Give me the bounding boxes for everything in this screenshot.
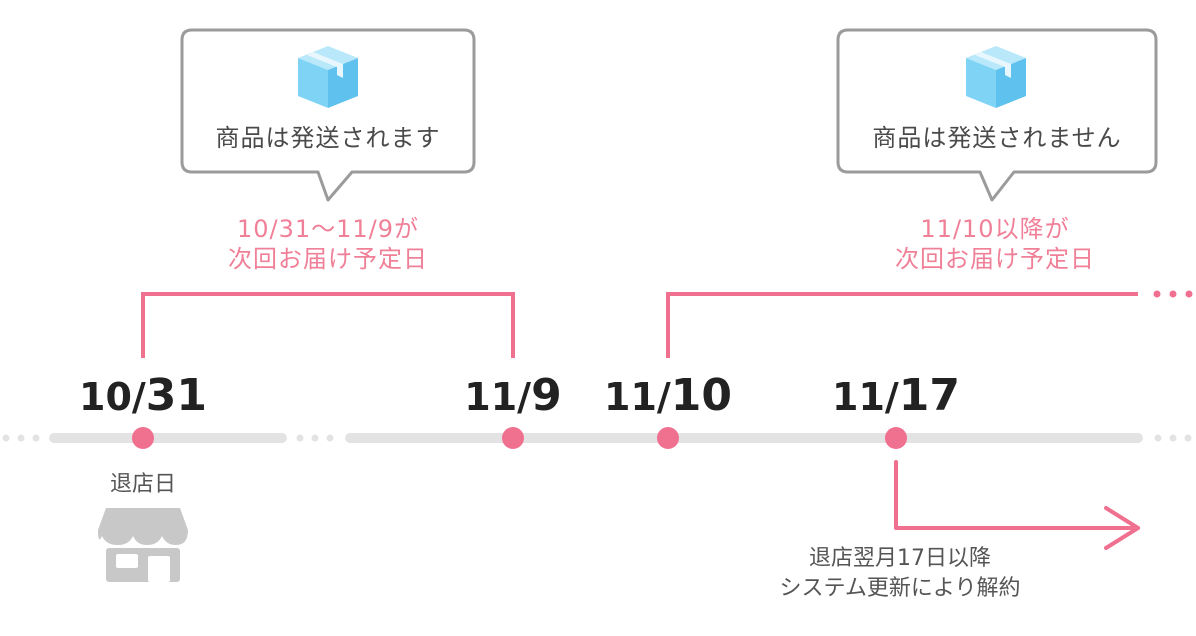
- date-10-31-month: 10/: [79, 375, 146, 419]
- storefront-icon: [98, 508, 188, 582]
- timeline-dots-middle: [296, 434, 334, 442]
- cancellation-line2: システム更新により解約: [779, 576, 1021, 601]
- bracket-left: [141, 292, 515, 358]
- cancellation-note: 退店翌月17日以降 システム更新により解約: [730, 544, 1070, 604]
- date-11-17-day: 17: [898, 370, 960, 421]
- date-11-9-month: 11/: [464, 375, 532, 419]
- package-box-icon: [966, 46, 1026, 108]
- bubble-right-text: 商品は発送されません: [872, 124, 1122, 152]
- package-box-icon: [298, 46, 358, 108]
- note-right: 11/10以降が 次回お届け予定日: [850, 214, 1140, 274]
- date-11-10-day: 10: [670, 370, 732, 421]
- note-left: 10/31〜11/9が 次回お届け予定日: [188, 214, 468, 274]
- date-11-10: 11/10: [588, 370, 748, 421]
- date-dot-11-10: [657, 427, 679, 449]
- arrow-right-icon: [894, 460, 1140, 550]
- date-10-31: 10/31: [63, 370, 223, 421]
- bracket-right: [666, 292, 1138, 358]
- date-10-31-day: 31: [145, 370, 207, 421]
- timeline-dots-left: [2, 434, 40, 442]
- note-right-line1: 11/10以降が: [920, 215, 1070, 243]
- date-11-10-month: 11/: [604, 375, 671, 419]
- date-dot-11-17: [885, 427, 907, 449]
- bracket-right-dots: [1153, 290, 1193, 298]
- date-11-17: 11/17: [816, 370, 976, 421]
- note-left-line1: 10/31〜11/9が: [236, 215, 420, 243]
- date-11-17-month: 11/: [832, 375, 899, 419]
- date-11-9-day: 9: [531, 370, 562, 421]
- speech-bubble-right: [836, 28, 1158, 202]
- cancellation-line1: 退店翌月17日以降: [809, 546, 991, 571]
- note-left-line2: 次回お届け予定日: [228, 245, 428, 273]
- date-dot-11-9: [502, 427, 524, 449]
- date-11-9: 11/9: [443, 370, 583, 421]
- closing-day-label: 退店日: [109, 472, 176, 497]
- note-right-line2: 次回お届け予定日: [895, 245, 1095, 273]
- speech-bubble-left: [180, 28, 476, 202]
- bubble-left-text: 商品は発送されます: [215, 124, 441, 152]
- date-dot-10-31: [132, 427, 154, 449]
- timeline-dots-right: [1154, 434, 1192, 442]
